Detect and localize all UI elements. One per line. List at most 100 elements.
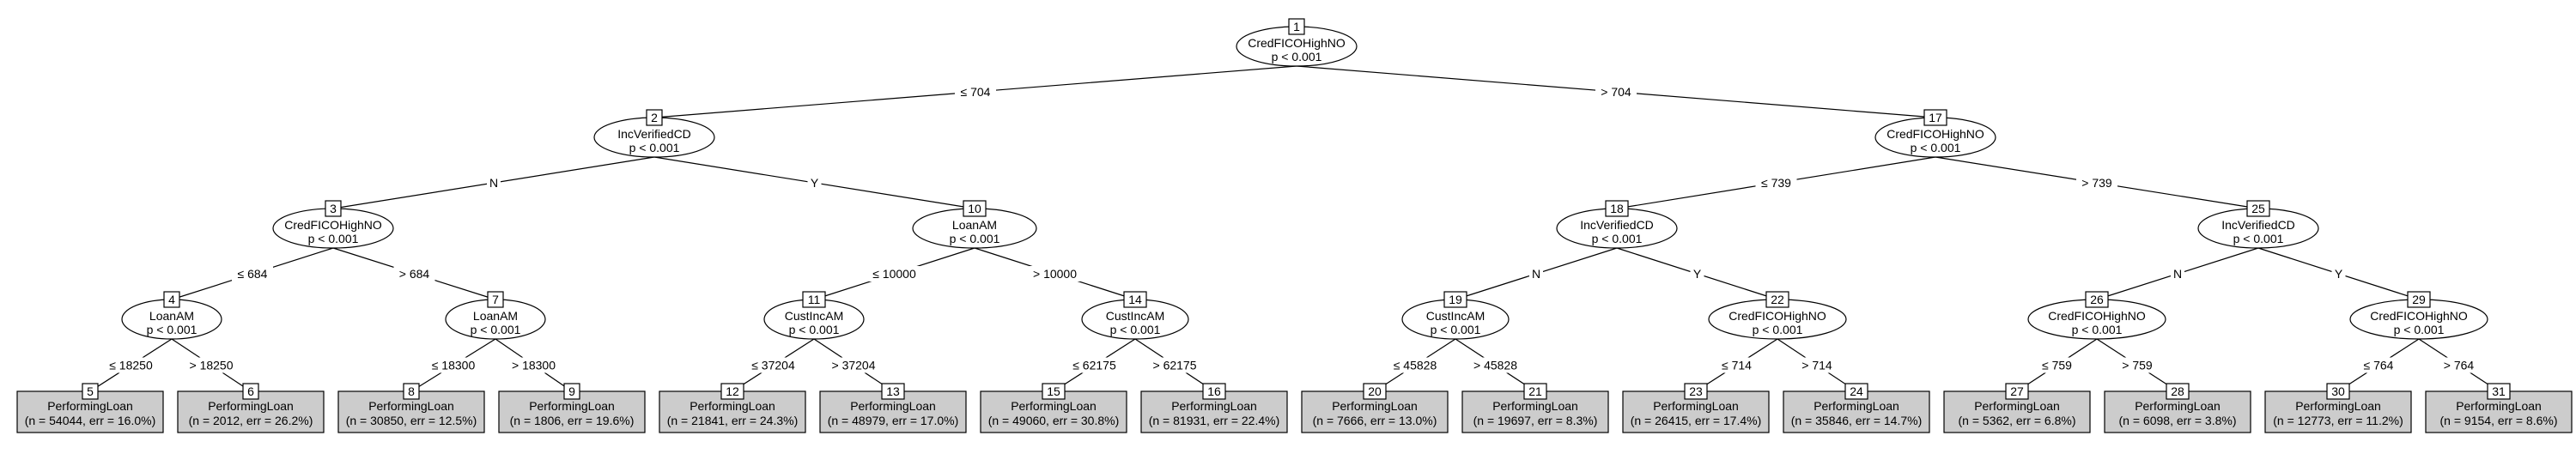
edge-label-4-5: ≤ 18250 [109,359,153,372]
edge-label-bg [2331,266,2346,281]
edge-label-bg [393,266,435,281]
leaf-label: PerformingLoan [2135,399,2221,413]
split-pvalue: p < 0.001 [1911,141,1961,154]
node-id-box [1605,200,1629,217]
split-variable: IncVerifiedCD [1580,218,1654,232]
leaf-label: PerformingLoan [208,399,294,413]
edge-label-1-17: > 704 [1601,85,1631,99]
node-id-box [1844,383,1868,400]
edge-label-7-8: ≤ 18300 [432,359,476,372]
split-variable: CustIncAM [785,309,843,323]
edge-label-3-7: > 684 [399,267,430,281]
edge-label-11-12: ≤ 37204 [751,359,795,372]
edge-label-bg [1027,266,1083,281]
node-id-box [881,383,905,400]
node-id-box [563,383,580,400]
node-id-box [2487,383,2511,400]
edge-label-1-2: ≤ 704 [961,85,991,99]
split-pvalue: p < 0.001 [1592,232,1643,245]
node-id-box [646,109,663,126]
edge-label-2-3: N [489,176,498,190]
edge-label-bg [807,175,822,191]
split-variable: LoanAM [473,309,518,323]
node-id-box [1288,18,1305,35]
edge-label-19-20: ≤ 45828 [1394,359,1437,372]
edge-label-14-16: > 62175 [1153,359,1197,372]
edge-label-bg [1066,357,1122,373]
node-id-box [2407,291,2431,308]
split-variable: CustIncAM [1426,309,1485,323]
leaf-stats: (n = 49060, err = 30.8%) [988,414,1120,427]
node-id-box [2166,383,2190,400]
leaf-label: PerformingLoan [2456,399,2542,413]
node-id-box [2005,383,2029,400]
node-id: 31 [2492,384,2506,398]
node-id: 24 [1850,384,1863,398]
node-id: 1 [1293,20,1300,33]
edge-label-17-25: > 739 [2081,176,2112,190]
node-id: 21 [1528,384,1542,398]
split-pvalue: p < 0.001 [1431,323,1481,336]
edge-label-19-21: > 45828 [1473,359,1517,372]
leaf-stats: (n = 9154, err = 8.6%) [2440,414,2558,427]
edge-label-bg [1755,175,1797,191]
leaf-label: PerformingLoan [1171,399,1257,413]
edge-label-bg [826,357,881,373]
node-id: 5 [87,384,94,398]
leaf-label: PerformingLoan [529,399,615,413]
leaf-label: PerformingLoan [850,399,936,413]
node-id-box [487,291,504,308]
node-id-box [403,383,420,400]
split-pvalue: p < 0.001 [1110,323,1161,336]
edge-label-7-9: > 18300 [512,359,556,372]
split-pvalue: p < 0.001 [471,323,521,336]
node-id-box [2246,200,2270,217]
edge-label-bg [184,357,239,373]
node-id-box [325,200,342,217]
node-id-box [720,383,744,400]
split-variable: IncVerifiedCD [617,127,691,141]
edge-label-26-27: ≤ 759 [2042,359,2072,372]
edge-label-bg [1716,357,1758,373]
node-id-box [163,291,180,308]
leaf-label: PerformingLoan [47,399,133,413]
edge-label-bg [866,266,922,281]
leaf-stats: (n = 35846, err = 14.7%) [1791,414,1923,427]
edge-label-bg [487,175,501,191]
edge-label-bg [745,357,801,373]
node-id: 13 [886,384,900,398]
node-id: 22 [1771,293,1784,306]
edge-label-22-24: > 714 [1801,359,1832,372]
node-id: 28 [2171,384,2184,398]
split-variable: CredFICOHighNO [1886,127,1984,141]
leaf-stats: (n = 21841, err = 24.3%) [667,414,799,427]
edge-label-bg [426,357,481,373]
split-pvalue: p < 0.001 [629,141,680,154]
split-variable: CredFICOHighNO [2048,309,2146,323]
edge-label-bg [103,357,159,373]
leaf-stats: (n = 19697, err = 8.3%) [1473,414,1598,427]
node-id-box [963,200,987,217]
node-id-box [1684,383,1708,400]
split-variable: CredFICOHighNO [1248,36,1346,50]
node-id: 4 [168,293,175,306]
node-id-box [2326,383,2350,400]
node-id: 3 [330,202,337,215]
node-id-box [1523,383,1547,400]
